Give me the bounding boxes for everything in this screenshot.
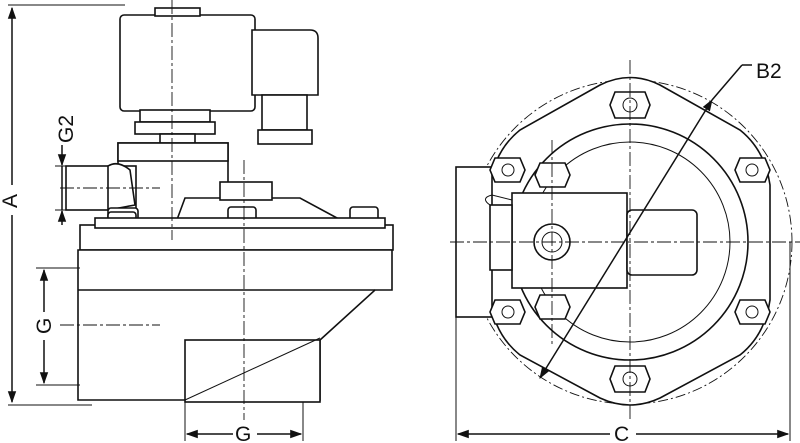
bolt-upper-left [489,157,526,183]
pilot-bolt-top [534,162,571,188]
pilot-top-step [117,142,229,162]
cover-lug [219,181,273,201]
bolt-lower-left [489,299,526,325]
armature-nut [139,109,211,123]
dim-label-g-side: G [33,318,56,334]
dim-label-c: C [614,423,629,443]
front-view: B2 C [450,60,800,443]
coil-cap [154,7,201,17]
connector-plug [251,29,319,96]
pilot-bolt-bottom [534,294,571,320]
armature-tube [134,121,216,135]
outlet-spigot [184,339,321,403]
connector-cable-gland [257,129,313,145]
body-ramp [184,337,321,401]
inlet-elbow [107,162,136,211]
front-left-stub [489,204,513,271]
dim-label-b2: B2 [756,60,782,83]
bolt-upper-right [734,157,771,183]
valve-flange [79,224,394,251]
dim-label-a: A [0,194,22,208]
bolt-lower-right [734,299,771,325]
dim-label-g-bottom: G [235,423,251,443]
dim-label-g2: G2 [55,115,78,143]
connector-stem [261,94,308,131]
side-view: A G2 G G [0,0,394,443]
solenoid-coil [119,14,256,112]
flange-lip [94,217,386,229]
